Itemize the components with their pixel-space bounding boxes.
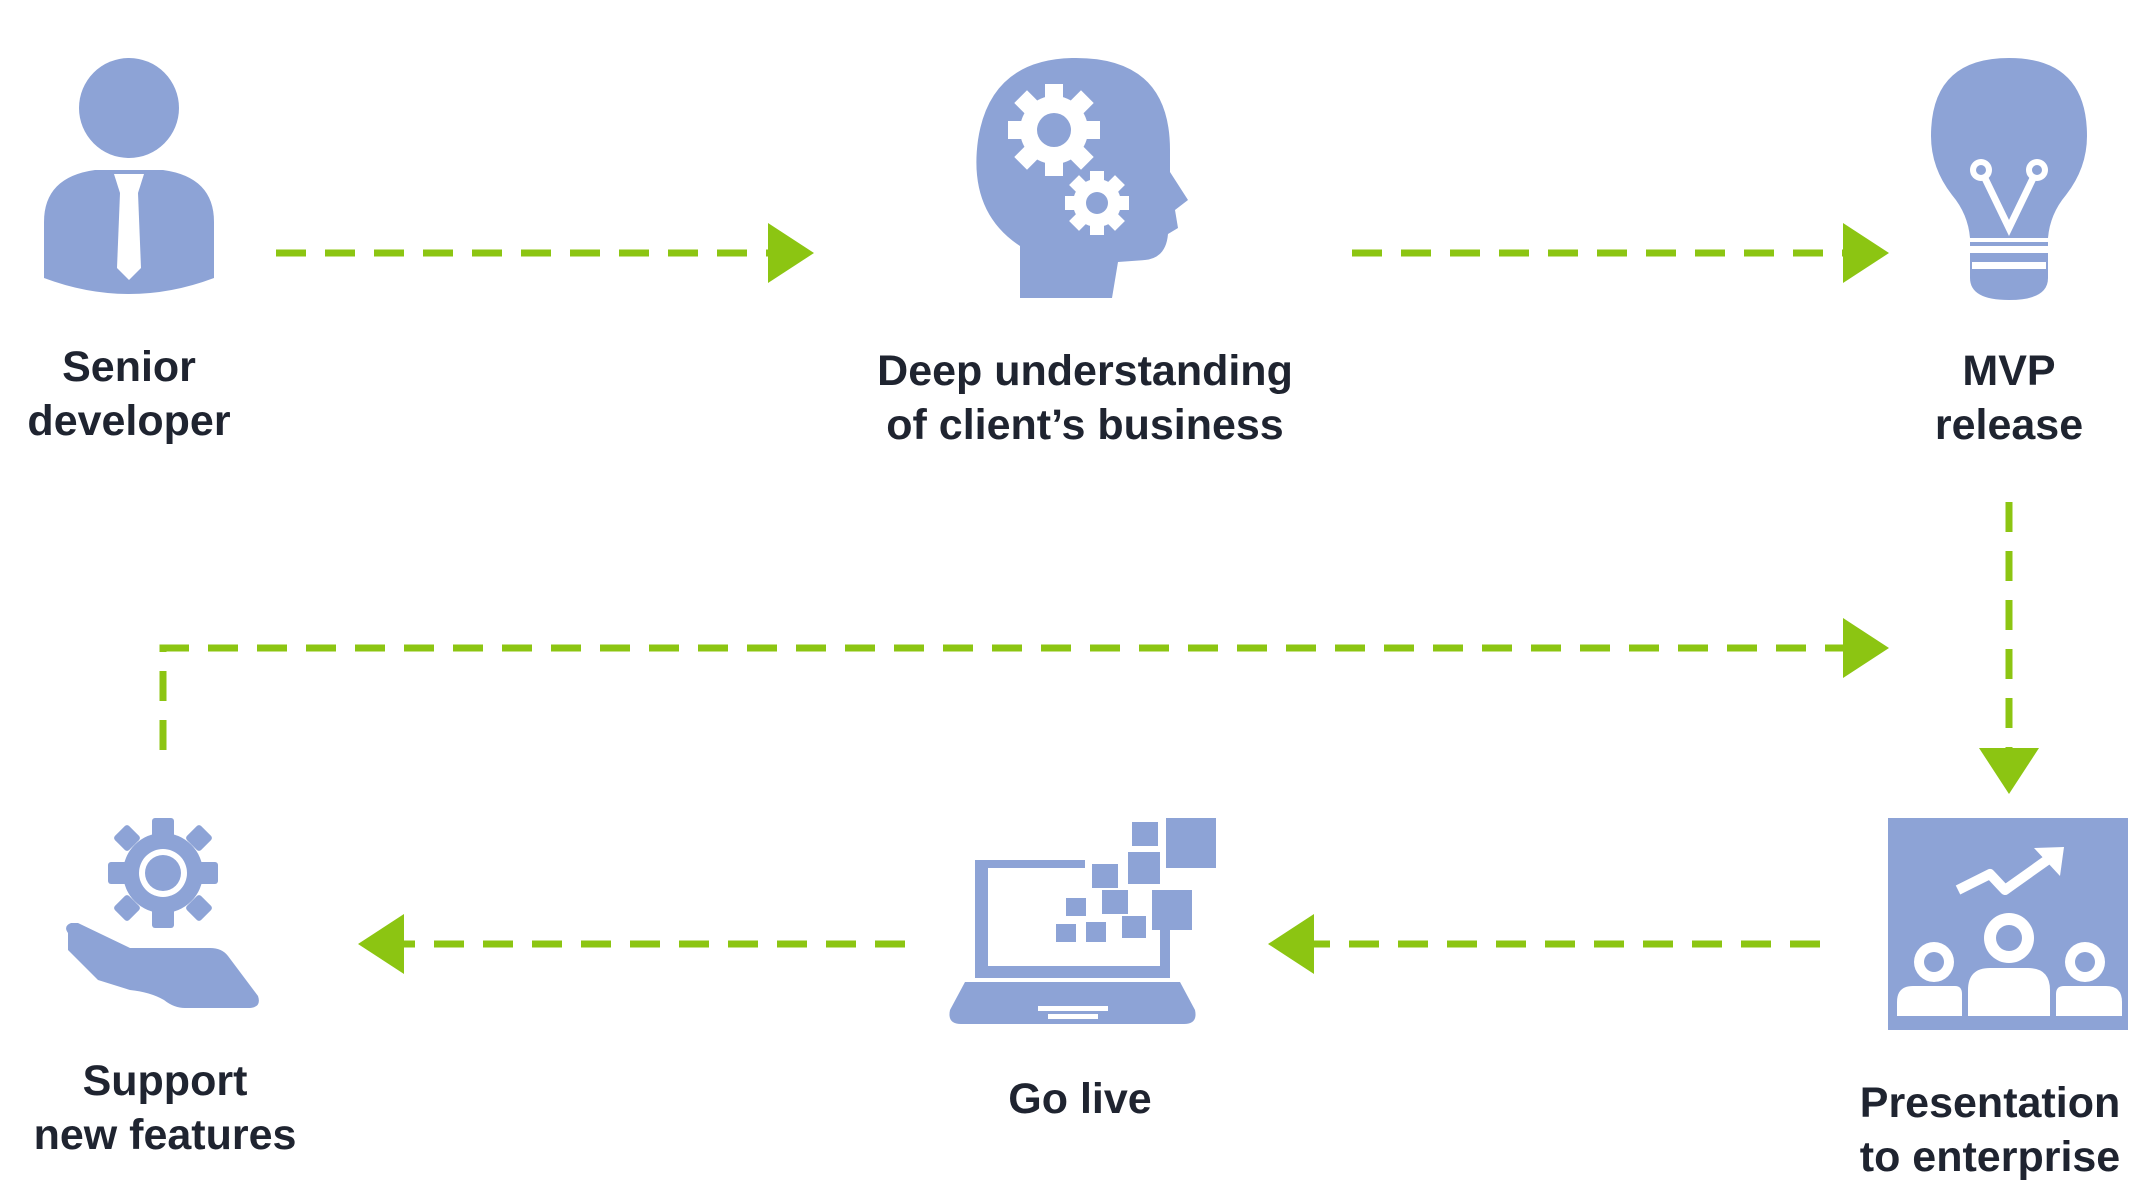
head-with-gears-icon	[976, 57, 1188, 299]
hand-with-gear-icon	[66, 818, 259, 1008]
connector-mvp-to-presentation	[1979, 502, 2039, 794]
arrowhead-left	[358, 914, 404, 974]
large-gear	[1008, 84, 1100, 176]
diagram-canvas: .ic { fill: #8da3d6; } .wh { fill: #ffff…	[44, 57, 2128, 1030]
step-label-go-live: Go live	[1008, 1075, 1152, 1123]
presentation-board-icon	[1888, 818, 2128, 1030]
arrowhead-right	[1843, 618, 1889, 678]
connector-understanding-to-mvp	[1352, 223, 1889, 283]
step-label-senior-developer: Senior developer	[27, 343, 231, 445]
connector-presentation-to-golive	[1268, 914, 1820, 974]
arrowhead-right	[768, 223, 814, 283]
person-with-tie-icon	[44, 58, 214, 294]
connector-golive-to-support	[358, 914, 905, 974]
arrowhead-right	[1843, 223, 1889, 283]
step-label-presentation: Presentation to enterprise	[1859, 1079, 2121, 1181]
step-label-deep-understanding: Deep understanding of client’s business	[877, 347, 1293, 449]
connector-support-loop-to-presentation	[159, 618, 1889, 750]
arrowhead-left	[1268, 914, 1314, 974]
step-label-support-new-features: Support new features	[33, 1057, 297, 1159]
lightbulb-icon	[1931, 58, 2087, 300]
gear	[108, 818, 218, 928]
connector-developer-to-understanding	[276, 223, 814, 283]
laptop-pixels-icon	[949, 818, 1216, 1024]
arrowhead-down	[1979, 748, 2039, 794]
small-gear	[1065, 171, 1129, 235]
step-label-mvp-release: MVP release	[1934, 347, 2084, 449]
process-diagram: .ic { fill: #8da3d6; } .wh { fill: #ffff…	[27, 57, 2128, 1181]
